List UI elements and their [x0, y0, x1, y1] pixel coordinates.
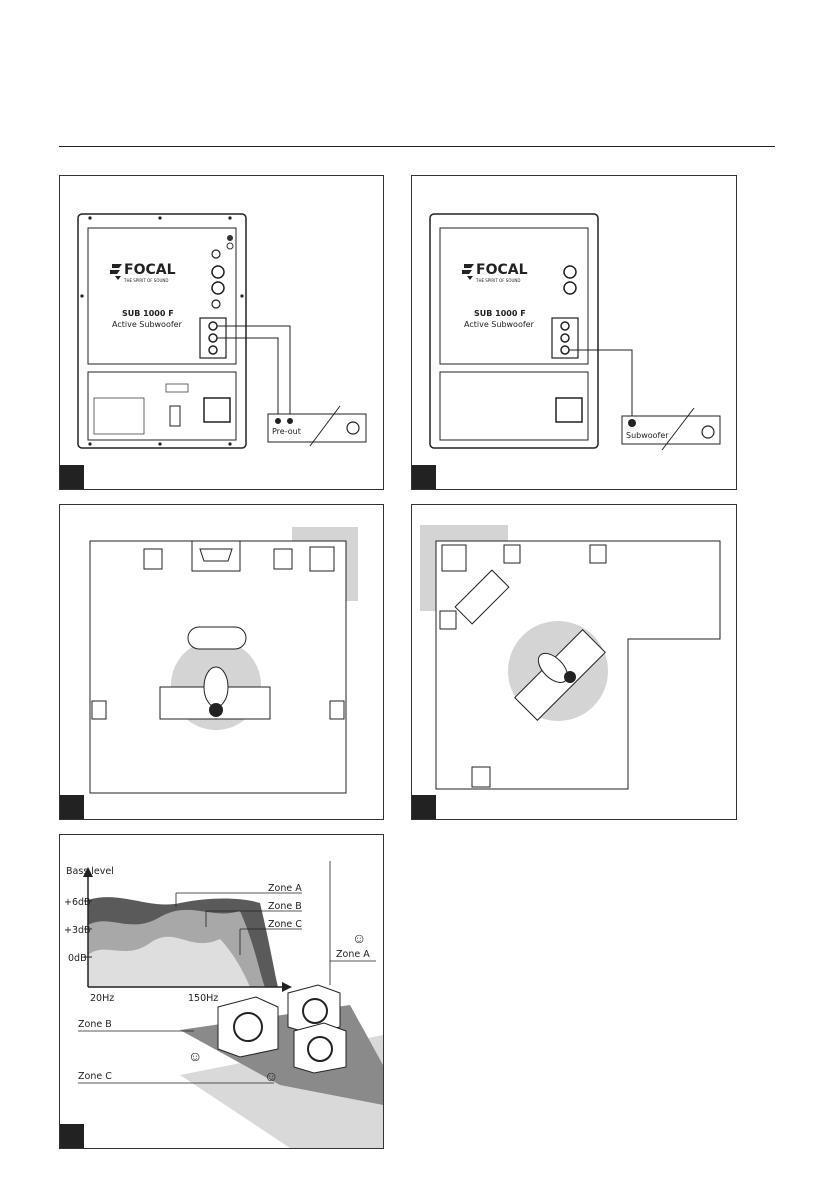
zone-b-floor-label: Zone B [78, 1019, 112, 1030]
front-left-speaker-icon-2 [504, 545, 520, 563]
logo-text: FOCAL [124, 262, 176, 278]
logo-text-2: FOCAL [476, 262, 528, 278]
ytick-3db: +3dB [64, 925, 91, 936]
zone-c-floor-label: Zone C [78, 1071, 112, 1082]
logo-tagline-2: THE SPIRIT OF SOUND [475, 278, 520, 283]
panel-number-5 [60, 1124, 84, 1148]
xtick-150hz: 150Hz [188, 993, 218, 1004]
front-right-speaker-icon-2 [590, 545, 606, 563]
panel-preout-connection: FOCAL THE SPIRIT OF SOUND SUB 1000 F Act… [59, 175, 384, 490]
listener-icon-c: ☺ [264, 1068, 278, 1084]
panel-number-1 [60, 465, 84, 489]
room-layout-front [60, 505, 383, 819]
rear-speaker-icon [472, 767, 490, 787]
subwoofer-rear-diagram: FOCAL THE SPIRIT OF SOUND SUB 1000 F Act… [60, 176, 383, 489]
panel-room-placement-front [59, 504, 384, 820]
ytick-6db: +6dB [64, 897, 91, 908]
subwoofer-box-3 [294, 1023, 346, 1073]
listener-icon-a: ☺ [352, 930, 366, 946]
header-rule [59, 146, 775, 147]
surround-right-speaker-icon [330, 701, 344, 719]
subwoofer-icon [310, 547, 334, 571]
listener-icon-b: ☺ [188, 1048, 202, 1064]
subwoofer-rear-diagram-2: FOCAL THE SPIRIT OF SOUND SUB 1000 F Act… [412, 176, 736, 489]
y-axis-label: Bass level [66, 866, 114, 877]
zone-a-floor-label: Zone A [336, 949, 370, 960]
front-left-speaker-icon [144, 549, 162, 569]
zone-b-label: Zone B [268, 901, 302, 912]
panel-bass-zones: Bass level +6dB +3dB 0dB 20Hz 150Hz Zone… [59, 834, 384, 1149]
zone-a-label: Zone A [268, 883, 302, 894]
panel-subwoofer-connection: FOCAL THE SPIRIT OF SOUND SUB 1000 F Act… [411, 175, 737, 490]
front-right-speaker-icon [274, 549, 292, 569]
panel-number-3 [60, 795, 84, 819]
center-speaker-icon-2 [440, 611, 456, 629]
model-label: SUB 1000 F [122, 309, 174, 318]
amp-label-preout: Pre-out [272, 427, 301, 436]
logo-tagline: THE SPIRIT OF SOUND [123, 278, 168, 283]
panel-room-placement-corner [411, 504, 737, 820]
panel-number-4 [412, 795, 436, 819]
subtitle-label-2: Active Subwoofer [464, 320, 535, 329]
subtitle-label: Active Subwoofer [112, 320, 183, 329]
zone-c-label: Zone C [268, 919, 302, 930]
panel-number-2 [412, 465, 436, 489]
model-label-2: SUB 1000 F [474, 309, 526, 318]
room-layout-corner [412, 505, 736, 819]
xtick-20hz: 20Hz [90, 993, 114, 1004]
bass-zone-chart: Bass level +6dB +3dB 0dB 20Hz 150Hz Zone… [60, 835, 383, 1148]
amp-label-subwoofer: Subwoofer [626, 431, 669, 440]
surround-left-speaker-icon [92, 701, 106, 719]
ytick-0db: 0dB [68, 953, 87, 964]
coffee-table [188, 627, 246, 649]
subwoofer-box-1 [218, 997, 278, 1057]
subwoofer-icon-2 [442, 545, 466, 571]
